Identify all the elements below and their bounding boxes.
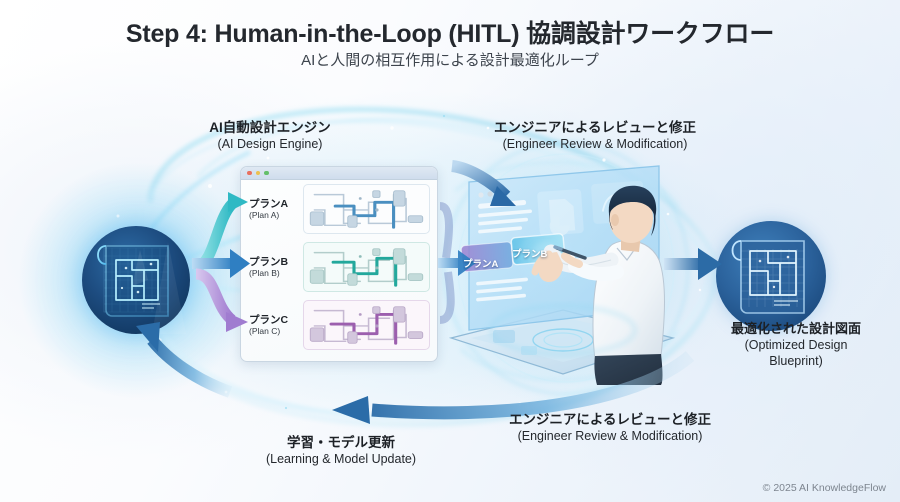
label-jp: 最適化された設計図面	[730, 321, 861, 336]
plan-label-en: (Plan A)	[249, 209, 280, 220]
plan-row[interactable]: プランB (Plan B)	[241, 238, 437, 296]
plan-label-jp: プランB	[249, 255, 289, 268]
hologram-plan-a-tag[interactable]: プランA	[463, 259, 499, 270]
label-ai-design-engine: AI自動設計エンジン (AI Design Engine)	[130, 119, 410, 152]
label-en-line2: Blueprint)	[769, 354, 823, 368]
plan-label-jp: プランC	[249, 313, 289, 326]
label-en: (Learning & Model Update)	[265, 452, 417, 466]
window-titlebar	[241, 167, 437, 180]
plan-label: プランA (Plan A)	[249, 198, 301, 221]
label-en: (AI Design Engine)	[217, 137, 323, 151]
plan-label: プランB (Plan B)	[249, 256, 301, 279]
plan-label: プランC (Plan C)	[249, 314, 301, 337]
ai-plans-window: プランA (Plan A)	[240, 166, 438, 362]
plan-label-en: (Plan C)	[249, 325, 281, 336]
page-title: Step 4: Human-in-the-Loop (HITL) 協調設計ワーク…	[125, 20, 775, 48]
plan-row[interactable]: プランA (Plan A)	[241, 180, 437, 238]
plan-a-schematic[interactable]	[303, 184, 430, 234]
label-jp: 学習・モデル更新	[287, 435, 395, 450]
plan-label-en: (Plan B)	[249, 267, 280, 278]
label-engineer-review-top: エンジニアによるレビューと修正 (Engineer Review & Modif…	[455, 119, 735, 152]
plan-c-schematic[interactable]	[303, 300, 430, 350]
engineer-hologram-scene	[445, 160, 680, 385]
close-dot-icon	[247, 170, 252, 176]
minimize-dot-icon	[255, 170, 261, 176]
label-learning-model-update: 学習・モデル更新 (Learning & Model Update)	[225, 434, 457, 467]
label-jp: エンジニアによるレビューと修正	[508, 412, 712, 427]
plan-label-jp: プランA	[249, 197, 289, 210]
label-optimized-blueprint: 最適化された設計図面 (Optimized Design Blueprint)	[692, 320, 900, 369]
page-subtitle: AIと人間の相互作用による設計最適化ループ	[301, 52, 599, 69]
label-en: (Engineer Review & Modification)	[517, 429, 703, 443]
hologram-plan-b-tag[interactable]: プランB	[512, 249, 548, 260]
label-jp: AI自動設計エンジン	[209, 120, 331, 135]
optimized-blueprint-orb-icon	[716, 221, 826, 331]
label-engineer-review-bottom: エンジニアによるレビューと修正 (Engineer Review & Modif…	[470, 411, 750, 444]
label-en: (Engineer Review & Modification)	[502, 137, 688, 151]
copyright-footer: © 2025 AI KnowledgeFlow	[762, 482, 886, 494]
label-jp: エンジニアによるレビューと修正	[493, 120, 697, 135]
label-en-line1: (Optimized Design	[744, 338, 848, 352]
maximize-dot-icon	[264, 170, 269, 176]
plan-row[interactable]: プランC (Plan C)	[241, 296, 437, 354]
plan-b-schematic[interactable]	[303, 242, 430, 292]
blueprint-orb-icon	[82, 226, 190, 334]
